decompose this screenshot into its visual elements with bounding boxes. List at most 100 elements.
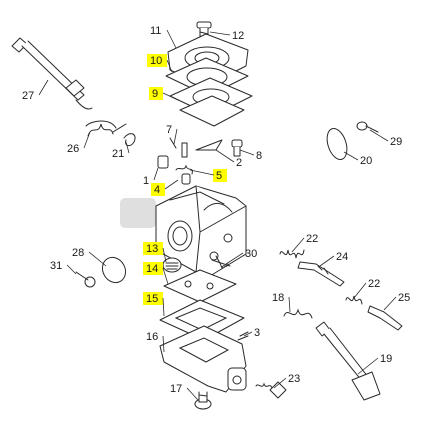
callout-leader-line — [273, 377, 287, 389]
callout-27: 27 — [22, 79, 49, 102]
callout-4: 4 — [151, 179, 179, 196]
callout-highlight — [147, 54, 167, 67]
callout-18: 18 — [272, 292, 291, 313]
callout-number: 7 — [166, 124, 172, 136]
callout-11: 11 — [150, 25, 177, 49]
callout-number: 4 — [154, 184, 160, 196]
callout-number: 25 — [398, 292, 410, 304]
callout-22: 22 — [353, 278, 380, 299]
callout-highlight — [151, 183, 165, 196]
callout-number: 22 — [368, 278, 380, 290]
callout-12: 12 — [209, 30, 244, 42]
callout-8: 8 — [239, 149, 262, 162]
part-throttle-shaft — [11, 37, 93, 110]
callout-leader-line — [225, 252, 244, 265]
callout-number: 18 — [272, 292, 284, 304]
callout-number: 5 — [216, 170, 222, 182]
callout-number: 30 — [245, 248, 257, 260]
part-inlet-needle-assembly — [157, 137, 223, 185]
callout-13: 13 — [143, 242, 167, 263]
callout-highlight — [149, 87, 163, 100]
part-screw-3 — [237, 331, 249, 341]
callout-31: 31 — [50, 260, 77, 275]
callout-number: 17 — [170, 383, 182, 395]
part-gasket-14 — [163, 269, 237, 303]
callout-leader-line — [83, 131, 91, 149]
callout-number: 11 — [150, 25, 161, 37]
part-screw-30 — [211, 255, 231, 270]
callout-leader-line — [215, 149, 235, 163]
part-spring-18 — [283, 308, 313, 319]
callout-leader-line — [357, 357, 379, 375]
callout-22: 22 — [291, 233, 318, 253]
callout-number: 16 — [146, 331, 158, 343]
callout-leader-line — [162, 297, 165, 317]
callout-24: 24 — [319, 251, 348, 267]
callout-leader-line — [353, 282, 367, 299]
callout-leader-line — [383, 296, 397, 311]
part-diaphragm-9 — [169, 77, 253, 127]
callout-number: 20 — [360, 155, 372, 167]
part-screw-17 — [194, 391, 212, 410]
callout-number: 2 — [236, 157, 242, 169]
callout-number: 22 — [306, 233, 318, 245]
callout-leader-line — [162, 335, 165, 353]
callout-1: 1 — [143, 167, 159, 187]
part-spring-26 — [85, 120, 127, 137]
callout-number: 15 — [146, 293, 158, 305]
part-screw-29 — [356, 121, 379, 133]
callout-30: 30 — [225, 248, 257, 265]
callout-leader-line — [162, 92, 179, 101]
callout-leader-line — [66, 264, 77, 275]
part-clip-21 — [123, 133, 136, 147]
callout-leader-line — [162, 267, 169, 285]
callout-highlight — [143, 292, 163, 305]
part-metering-cover-16 — [159, 325, 247, 393]
callout-16: 16 — [146, 331, 165, 353]
callout-highlight — [213, 169, 227, 182]
callout-20: 20 — [343, 151, 372, 167]
callout-15: 15 — [143, 292, 165, 317]
callout-leader-line — [291, 237, 305, 253]
callout-29: 29 — [369, 129, 402, 148]
part-choke-plate-20 — [326, 128, 348, 160]
callout-number: 24 — [336, 251, 348, 263]
callout-number: 1 — [143, 175, 149, 187]
callout-number: 27 — [22, 90, 34, 102]
callout-leader-line — [288, 296, 291, 313]
callout-leader-line — [239, 149, 255, 156]
callout-number: 29 — [390, 136, 402, 148]
callout-leader-line — [153, 167, 159, 181]
callout-leader-line — [343, 151, 359, 161]
callout-3: 3 — [243, 327, 260, 339]
callout-26: 26 — [67, 131, 91, 155]
callout-leader-line — [125, 141, 130, 154]
callout-leader-line — [209, 31, 231, 36]
callout-leader-line — [88, 251, 107, 267]
callout-14: 14 — [143, 262, 169, 285]
callout-leader-line — [164, 179, 179, 190]
callout-9: 9 — [149, 87, 179, 101]
callout-number: 23 — [288, 373, 300, 385]
part-spring-22-upper — [279, 249, 305, 259]
callout-leader-line — [173, 128, 178, 145]
callout-number: 13 — [146, 243, 158, 255]
part-choke-shaft-19 — [315, 321, 381, 401]
callout-2: 2 — [215, 149, 242, 169]
callout-number: 26 — [67, 143, 79, 155]
callout-highlight — [143, 262, 163, 275]
callout-10: 10 — [147, 54, 173, 73]
callout-number: 9 — [152, 88, 158, 100]
callout-leader-line — [189, 169, 215, 176]
callout-25: 25 — [383, 292, 410, 311]
callout-leader-line — [166, 29, 177, 49]
callout-leader-line — [38, 79, 49, 96]
part-screw-8 — [231, 139, 243, 157]
part-spring-22-lower — [345, 295, 363, 305]
callout-number: 10 — [150, 55, 162, 67]
callout-leader-line — [166, 59, 173, 73]
callout-19: 19 — [357, 353, 392, 375]
